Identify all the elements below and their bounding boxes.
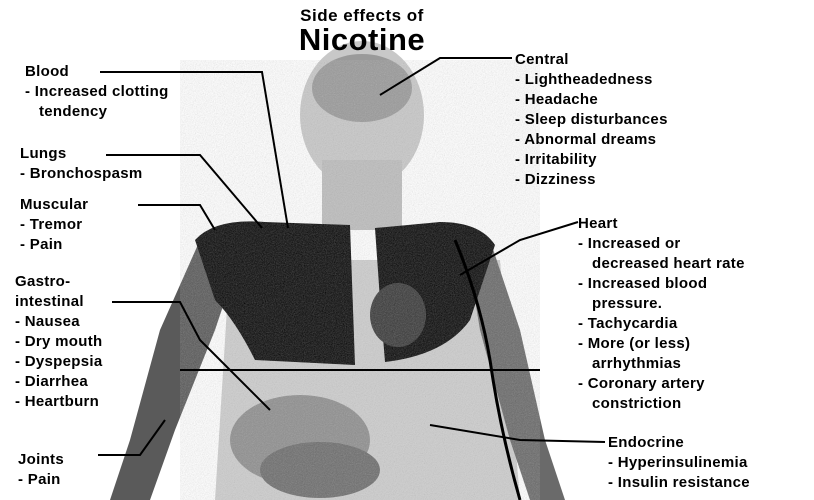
central-heading: Central <box>515 50 668 70</box>
muscular-item-2: Pain <box>20 235 88 255</box>
heart-item-3: Tachycardia <box>578 314 745 334</box>
heart-item-1-continued: decreased heart rate <box>578 254 745 274</box>
central-item-1: Lightheadedness <box>515 70 668 90</box>
title-line-2: Nicotine <box>232 22 492 58</box>
lungs-item-1: Bronchospasm <box>20 164 143 184</box>
heart-item-2-continued: pressure. <box>578 294 745 314</box>
heart-item-5: Coronary artery <box>578 374 745 394</box>
gastro-heading-line-1: Gastro- <box>15 272 103 292</box>
gastro-item-3: Dyspepsia <box>15 352 103 372</box>
heart-heading: Heart <box>578 214 745 234</box>
blood-item-1-continued: tendency <box>25 102 169 122</box>
gastro-group: Gastro- intestinal Nausea Dry mouth Dysp… <box>15 272 103 412</box>
heart-item-1: Increased or <box>578 234 745 254</box>
heart-item-5-continued: constriction <box>578 394 745 414</box>
endocrine-heading: Endocrine <box>608 433 750 453</box>
gastro-item-4: Diarrhea <box>15 372 103 392</box>
lungs-group: Lungs Bronchospasm <box>20 144 143 184</box>
central-item-5: Irritability <box>515 150 668 170</box>
gastro-item-2: Dry mouth <box>15 332 103 352</box>
endocrine-item-1: Hyperinsulinemia <box>608 453 750 473</box>
endocrine-item-2: Insulin resistance <box>608 473 750 493</box>
gastro-heading-line-2: intestinal <box>15 292 103 312</box>
joints-group: Joints Pain <box>18 450 64 490</box>
blood-group: Blood Increased clotting tendency <box>25 62 169 122</box>
joints-item-1: Pain <box>18 470 64 490</box>
heart-item-2: Increased blood <box>578 274 745 294</box>
blood-item-1: Increased clotting <box>25 82 169 102</box>
joints-heading: Joints <box>18 450 64 470</box>
lungs-heading: Lungs <box>20 144 143 164</box>
muscular-group: Muscular Tremor Pain <box>20 195 88 255</box>
heart-item-4-continued: arrhythmias <box>578 354 745 374</box>
heart-group: Heart Increased or decreased heart rate … <box>578 214 745 414</box>
gastro-item-5: Heartburn <box>15 392 103 412</box>
endocrine-group: Endocrine Hyperinsulinemia Insulin resis… <box>608 433 750 493</box>
heart-item-4: More (or less) <box>578 334 745 354</box>
muscular-heading: Muscular <box>20 195 88 215</box>
central-item-6: Dizziness <box>515 170 668 190</box>
central-group: Central Lightheadedness Headache Sleep d… <box>515 50 668 190</box>
central-item-4: Abnormal dreams <box>515 130 668 150</box>
muscular-item-1: Tremor <box>20 215 88 235</box>
gastro-item-1: Nausea <box>15 312 103 332</box>
central-item-3: Sleep disturbances <box>515 110 668 130</box>
blood-heading: Blood <box>25 62 169 82</box>
central-item-2: Headache <box>515 90 668 110</box>
